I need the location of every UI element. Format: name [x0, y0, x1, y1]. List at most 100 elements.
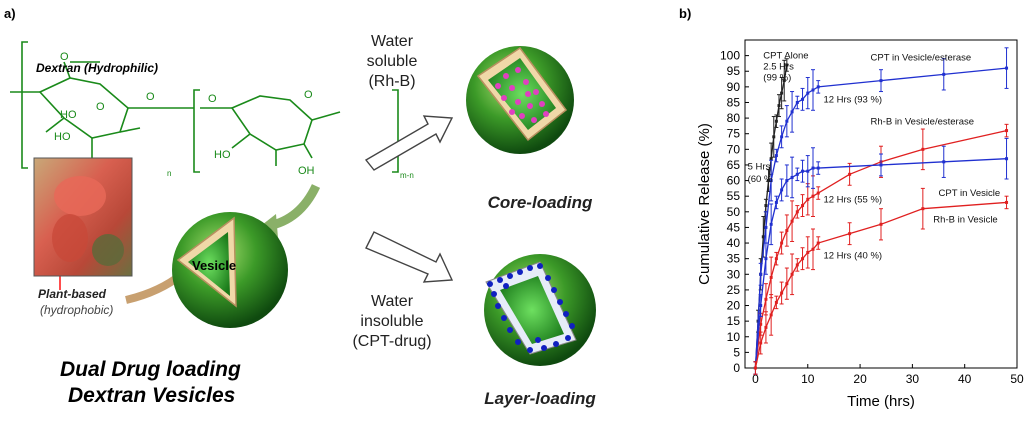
- data-point: [921, 207, 925, 211]
- data-point: [801, 257, 805, 261]
- series-group: [753, 187, 1009, 375]
- data-point: [780, 135, 784, 139]
- data-point: [879, 79, 883, 83]
- vesicle-sphere: Vesicle: [172, 212, 288, 328]
- svg-text:O: O: [146, 91, 155, 103]
- data-point: [1005, 129, 1009, 133]
- data-point: [790, 219, 794, 223]
- data-point: [780, 188, 784, 192]
- scheme-diagram: a) O O O O O HO HO HO OH n m-n De: [4, 6, 596, 408]
- data-point: [942, 72, 946, 76]
- data-point: [785, 119, 789, 123]
- data-point: [795, 100, 799, 104]
- data-point: [921, 147, 925, 151]
- data-point: [795, 172, 799, 176]
- data-point: [790, 110, 794, 114]
- data-point: [879, 222, 883, 226]
- annotation-label: (60 %: [748, 174, 773, 185]
- series-line: [754, 67, 1007, 369]
- layer-loading-label: Layer-loading: [484, 389, 596, 408]
- x-tick-label: 20: [853, 372, 867, 386]
- water-insoluble-text: Water insoluble (CPT-drug): [352, 293, 431, 350]
- svg-text:O: O: [60, 51, 69, 63]
- data-point: [806, 169, 810, 173]
- data-point: [769, 157, 773, 161]
- data-point: [806, 197, 810, 201]
- annotation-label: 12 Hrs (93 %): [823, 94, 882, 105]
- data-point: [790, 175, 794, 179]
- data-point: [1005, 157, 1009, 161]
- svg-text:(Rh-B): (Rh-B): [368, 73, 415, 90]
- svg-text:O: O: [304, 89, 313, 101]
- data-point: [769, 179, 773, 183]
- series-group: [753, 137, 1009, 375]
- svg-text:O: O: [96, 101, 105, 113]
- annotation-label: CPT in Vesicle: [939, 188, 1001, 199]
- data-point: [848, 232, 852, 236]
- data-point: [777, 104, 781, 108]
- data-point: [782, 79, 786, 83]
- data-point: [780, 291, 784, 295]
- data-point: [806, 91, 810, 95]
- data-point: [801, 169, 805, 173]
- data-point: [764, 225, 768, 229]
- annotation-label: CPT in Vesicle/esterase: [871, 52, 972, 63]
- polymer-title: Dextran (Hydrophilic): [36, 61, 158, 75]
- data-point: [811, 194, 815, 198]
- water-soluble-text: Water soluble (Rh-B): [367, 33, 418, 90]
- panel-a-label: a): [4, 6, 16, 21]
- y-tick-label: 25: [727, 283, 741, 297]
- data-point: [1005, 66, 1009, 70]
- annotation-label: 12 Hrs (55 %): [823, 194, 882, 205]
- y-tick-label: 80: [727, 111, 741, 125]
- data-point: [764, 297, 768, 301]
- data-point: [774, 119, 778, 123]
- data-point: [767, 179, 771, 183]
- data-point: [811, 166, 815, 170]
- data-point: [764, 204, 768, 208]
- y-tick-label: 100: [720, 49, 740, 63]
- y-tick-label: 0: [733, 361, 740, 375]
- hollow-arrows: [364, 115, 454, 283]
- x-tick-label: 50: [1010, 372, 1024, 386]
- annotation-label: CPT Alone: [763, 51, 808, 62]
- y-tick-label: 85: [727, 95, 741, 109]
- data-point: [774, 200, 778, 204]
- data-point: [790, 272, 794, 276]
- dual-title-line2: Dextran Vesicles: [68, 384, 235, 407]
- x-axis-label: Time (hrs): [847, 393, 915, 410]
- svg-text:soluble: soluble: [367, 53, 418, 70]
- annotation-label: 5 Hrs: [748, 162, 771, 173]
- y-axis-label: Cumulative Release (%): [696, 123, 713, 285]
- y-tick-label: 40: [727, 236, 741, 250]
- data-point: [785, 229, 789, 233]
- data-point: [769, 275, 773, 279]
- x-tick-label: 0: [752, 372, 759, 386]
- data-point: [759, 322, 763, 326]
- data-point: [774, 154, 778, 158]
- data-point: [753, 366, 757, 370]
- data-point: [816, 191, 820, 195]
- core-dots: [495, 67, 549, 123]
- y-tick-label: 90: [727, 80, 741, 94]
- data-point: [795, 210, 799, 214]
- data-point: [785, 179, 789, 183]
- data-point: [774, 300, 778, 304]
- data-point: [816, 166, 820, 170]
- data-point: [764, 325, 768, 329]
- annotation-label: Rh-B in Vesicle: [933, 215, 997, 226]
- data-point: [764, 257, 768, 261]
- svg-text:Water: Water: [371, 33, 414, 50]
- data-point: [848, 172, 852, 176]
- svg-text:HO: HO: [214, 149, 231, 161]
- svg-text:O: O: [208, 93, 217, 105]
- data-point: [769, 313, 773, 317]
- scheme-panel: a) O O O O O HO HO HO OH n m-n De: [4, 6, 596, 408]
- annotation-label: 2.5 Hrs: [763, 62, 794, 73]
- y-tick-label: 20: [727, 299, 741, 313]
- y-tick-label: 30: [727, 267, 741, 281]
- x-tick-label: 10: [801, 372, 815, 386]
- data-point: [801, 204, 805, 208]
